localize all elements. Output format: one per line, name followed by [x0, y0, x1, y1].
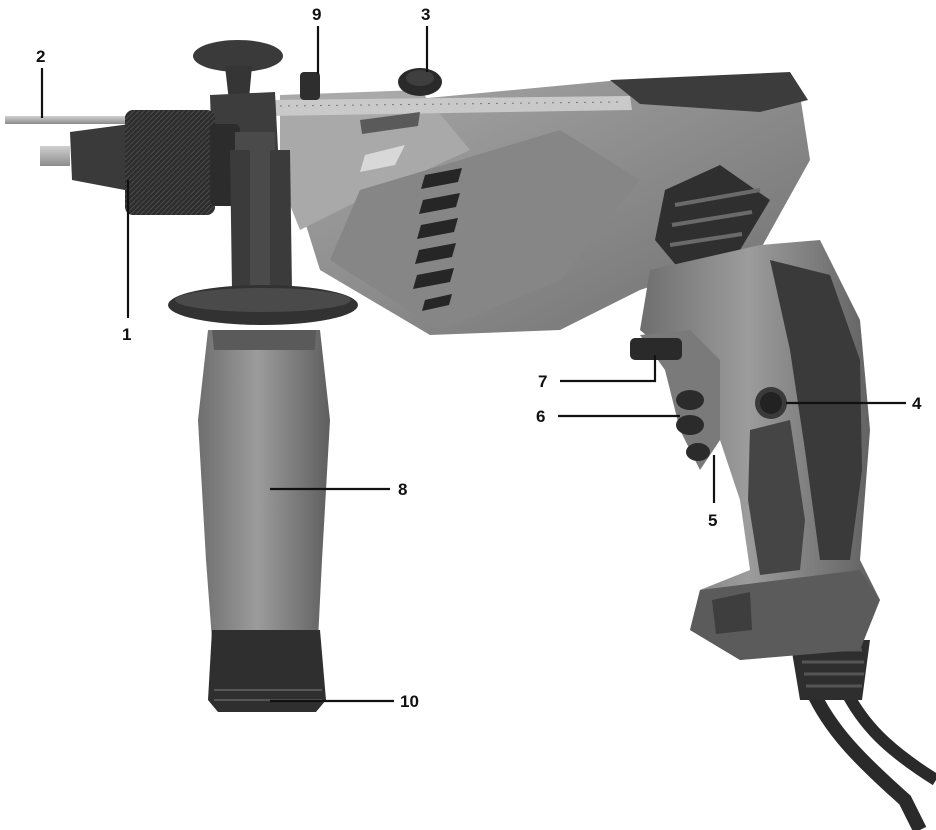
depth-stop	[5, 96, 632, 172]
callout-label-2: 2	[36, 47, 45, 66]
callout-label-6: 6	[536, 407, 545, 426]
mode-selector-knob	[398, 68, 442, 96]
callout-label-1: 1	[122, 325, 131, 344]
drill-housing	[280, 72, 810, 335]
callout-label-4: 4	[912, 394, 922, 413]
callout-label-8: 8	[398, 480, 407, 499]
callout-label-3: 3	[421, 5, 430, 24]
callout-label-7: 7	[538, 372, 547, 391]
pistol-grip	[640, 240, 880, 660]
trigger-area	[630, 330, 787, 470]
keyless-chuck	[40, 110, 275, 215]
callout-label-5: 5	[708, 511, 717, 530]
callout-label-9: 9	[312, 5, 321, 24]
auxiliary-handle	[168, 150, 358, 712]
callout-label-10: 10	[400, 692, 419, 711]
power-cord	[790, 640, 936, 830]
leader-line-7	[560, 355, 657, 383]
callouts: 1 2 3 4 5 6 7 8 9 10	[36, 5, 922, 711]
